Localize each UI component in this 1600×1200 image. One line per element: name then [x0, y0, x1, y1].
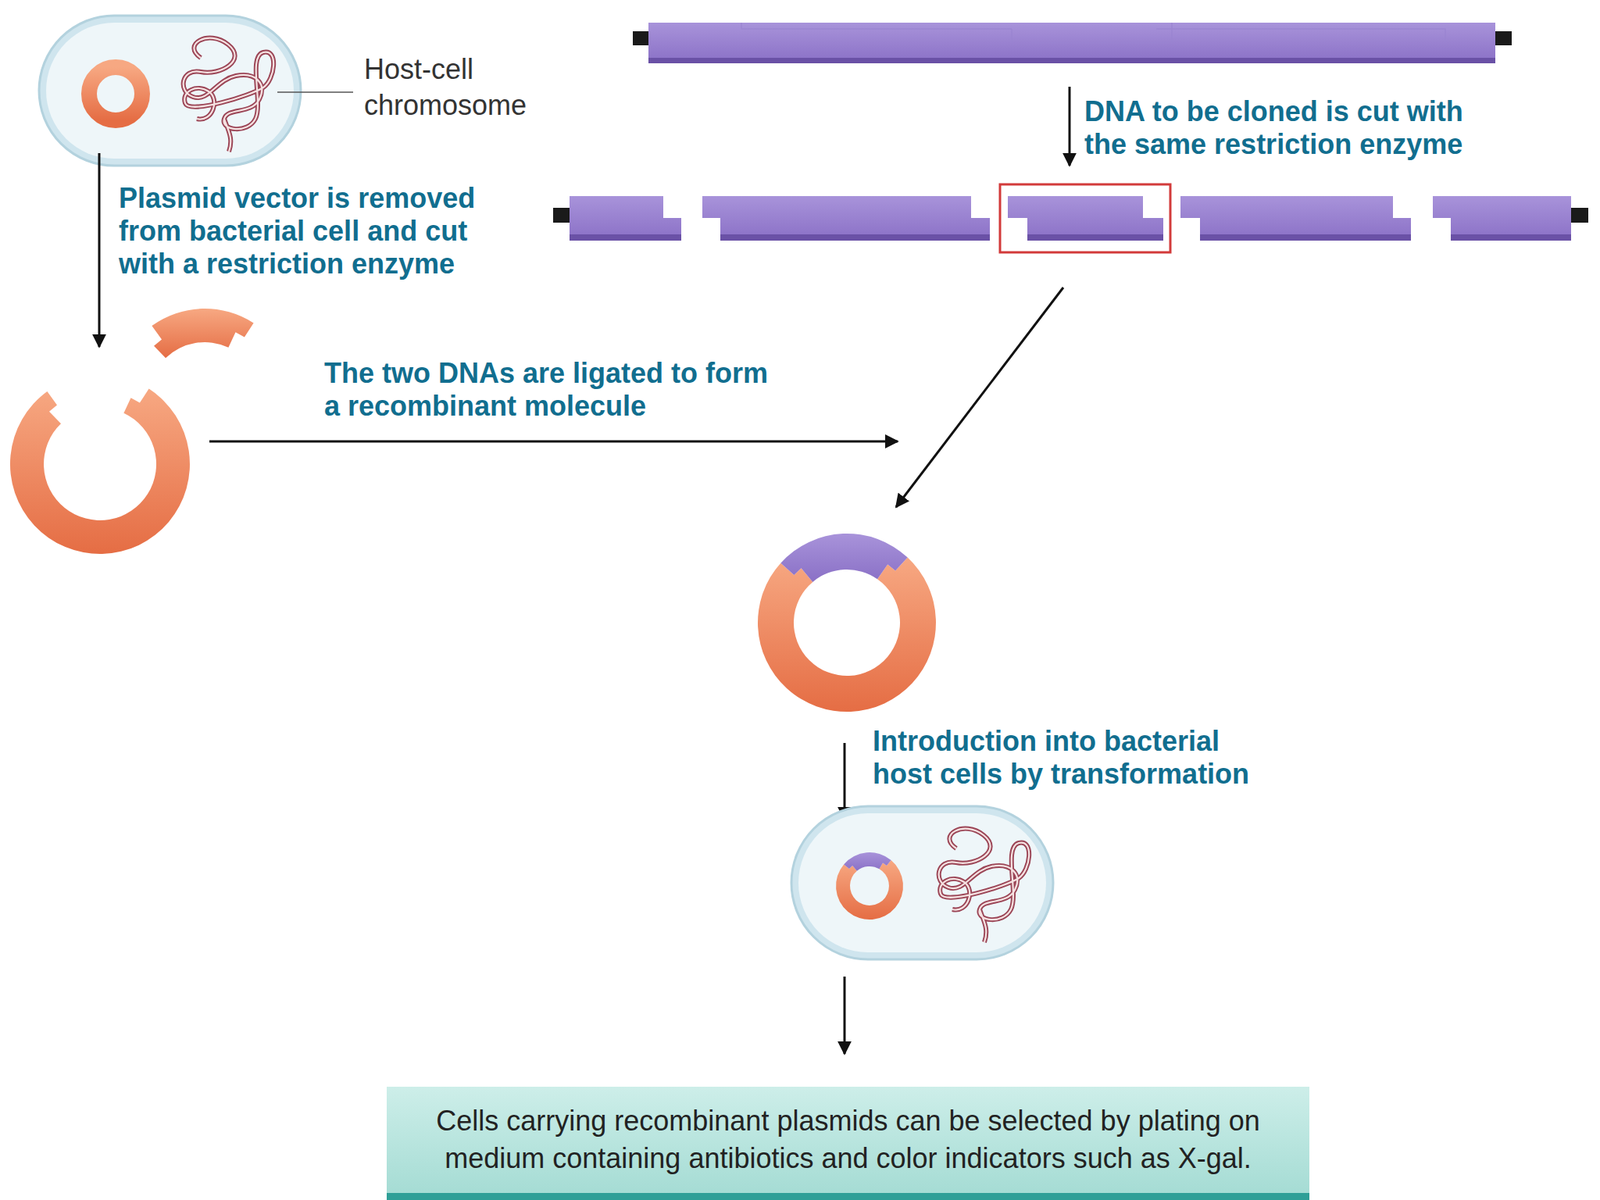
leader-line — [277, 91, 354, 93]
chromosome — [939, 828, 1030, 943]
result-box-fill — [386, 1086, 1310, 1200]
dna-fragment — [569, 196, 682, 241]
dna-strand — [1200, 234, 1411, 241]
dna-end — [1571, 207, 1589, 223]
dna-molecule — [648, 22, 1496, 64]
step-label: Plasmid vector is removed from bacterial… — [118, 182, 502, 281]
dna-fragment — [1180, 196, 1411, 241]
recombinant-plasmid — [835, 860, 904, 920]
inserted-dna — [843, 852, 892, 872]
dna-strand — [569, 234, 682, 241]
part-label: Host-cell chromosome — [364, 51, 552, 124]
result-box: Cells carrying recombinant plasmids can … — [386, 1086, 1310, 1193]
process-arrow — [1068, 86, 1072, 166]
step-label: Introduction into bacterial host cells b… — [872, 725, 1264, 791]
dna-fragment — [1007, 196, 1164, 241]
dna-end — [632, 31, 650, 46]
process-arrow — [843, 742, 847, 820]
dna-fragment — [1432, 196, 1572, 241]
process-arrow — [209, 440, 898, 443]
dna-end — [1494, 31, 1512, 46]
bacterial-cell — [791, 806, 1054, 960]
cell-interior — [46, 22, 294, 159]
plasmid — [89, 67, 143, 121]
process-arrow — [896, 287, 1064, 508]
result-box-border — [386, 1192, 1310, 1200]
dna-strand — [648, 57, 1496, 64]
inserted-dna — [780, 533, 908, 583]
recombinant-plasmid — [757, 557, 936, 712]
dna-strand — [720, 234, 990, 241]
dna-fragment — [702, 196, 990, 241]
box-text: Cells carrying recombinant plasmids can … — [394, 1102, 1302, 1178]
process-arrow — [843, 976, 847, 1054]
process-arrow — [98, 153, 101, 347]
bacterial-cell — [39, 15, 301, 166]
dna-end — [553, 207, 571, 223]
dna-strand — [1027, 234, 1164, 241]
chromosome — [183, 38, 275, 152]
selection-box — [1000, 184, 1171, 253]
cell-interior — [798, 813, 1047, 953]
step-label: The two DNAs are ligated to form a recom… — [324, 357, 786, 423]
dna-texture — [741, 22, 1446, 43]
plasmid-fragment — [151, 308, 254, 358]
step-label: DNA to be cloned is cut with the same re… — [1084, 95, 1487, 161]
cut-plasmid — [10, 389, 190, 554]
dna-strand — [1450, 234, 1572, 241]
